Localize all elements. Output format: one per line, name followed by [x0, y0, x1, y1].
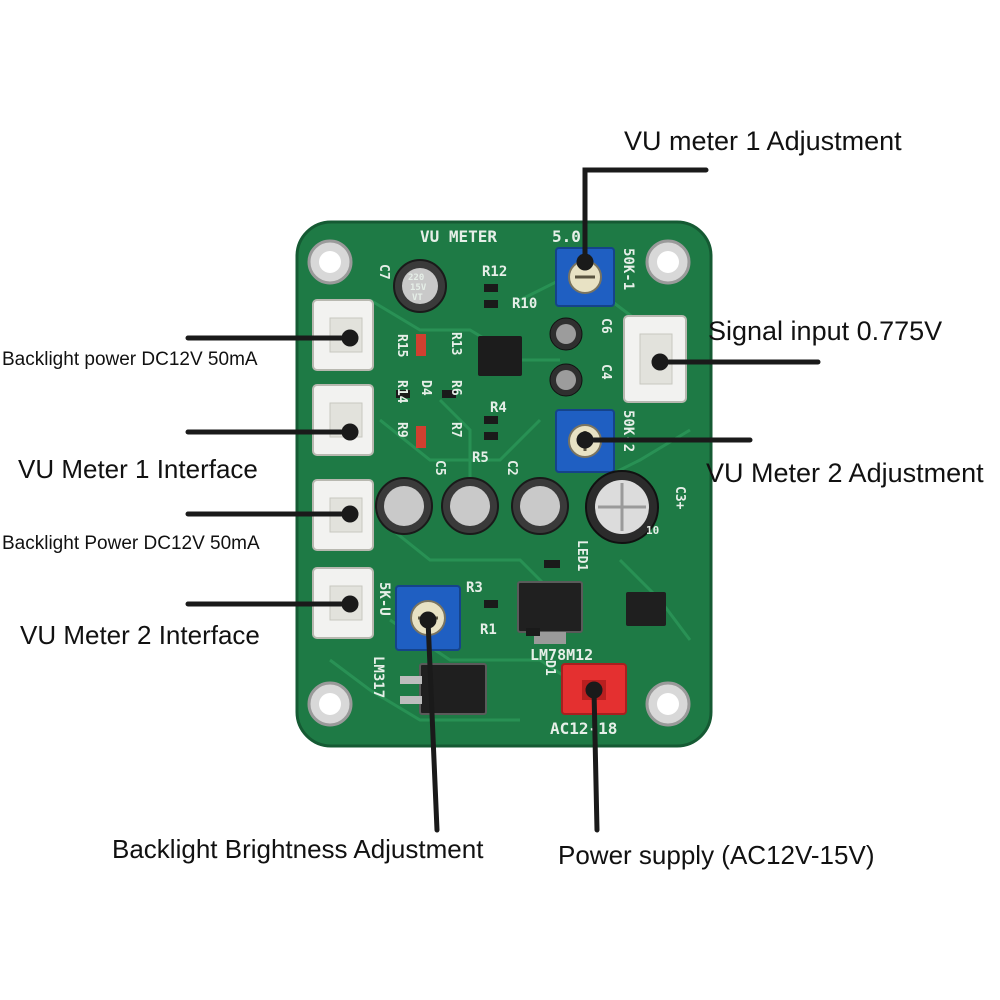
- silk-r1: R1: [480, 622, 497, 638]
- silk-c5: C5: [432, 460, 447, 476]
- cap-c7-value-2: 15V: [410, 283, 427, 293]
- silk-pot2-side: 50K-2: [620, 410, 636, 452]
- silk-pot1-side: 50K-1: [620, 248, 636, 290]
- silk-r14: R14: [394, 380, 409, 404]
- silk-r6: R6: [448, 380, 463, 396]
- label-power-supply: Power supply (AC12V-15V): [558, 840, 875, 870]
- silk-r13: R13: [448, 332, 463, 355]
- line-backlight-brightness: [425, 617, 440, 833]
- silk-c2: C2: [504, 460, 519, 476]
- silk-r3: R3: [466, 580, 483, 596]
- label-backlight-power-2: Backlight Power DC12V 50mA: [2, 533, 260, 554]
- silk-pot1: 5.0: [552, 227, 581, 246]
- silk-reg-main: LM78M12: [530, 646, 593, 664]
- left-connectors: [312, 299, 374, 639]
- label-backlight-brightness: Backlight Brightness Adjustment: [112, 834, 484, 864]
- label-backlight-power-1: Backlight power DC12V 50mA: [2, 349, 258, 370]
- label-vu2-interface: VU Meter 2 Interface: [20, 620, 260, 650]
- silk-power-connector: AC12-18: [550, 719, 617, 738]
- silk-title: VU METER: [420, 227, 497, 246]
- silk-c6: C6: [598, 318, 613, 334]
- line-vu1-adjust: [582, 167, 709, 265]
- silk-r15: R15: [394, 334, 409, 357]
- silk-r4: R4: [490, 400, 507, 416]
- capacitors: [375, 259, 659, 544]
- label-signal-input: Signal input 0.775V: [708, 316, 943, 346]
- silk-c7: C7: [376, 264, 391, 280]
- silk-d1: D1: [542, 660, 557, 676]
- smd-parts: [396, 284, 560, 636]
- ics: [400, 336, 666, 715]
- label-vu1-interface: VU Meter 1 Interface: [18, 454, 258, 484]
- silk-r7: R7: [448, 422, 463, 438]
- silk-r5: R5: [472, 450, 489, 466]
- silk-pot3-side: 5K-U: [376, 582, 392, 616]
- silk-d4: D4: [418, 380, 433, 396]
- line-power-supply: [591, 687, 600, 833]
- silk-c3: C3+: [672, 486, 687, 510]
- cap-c7-value-3: VT: [412, 293, 423, 303]
- silk-r12: R12: [482, 264, 507, 280]
- silk-c4: C4: [598, 364, 613, 380]
- silk-r10: R10: [512, 296, 537, 312]
- cap-c7-value-1: 220: [408, 273, 424, 283]
- silk-reg-lm317: LM317: [370, 656, 386, 698]
- silk-r9: R9: [394, 422, 409, 438]
- silk-led1: LED1: [574, 540, 589, 571]
- mounting-holes: [307, 239, 691, 727]
- label-vu1-adjust: VU meter 1 Adjustment: [624, 126, 902, 156]
- label-vu2-adjust: VU Meter 2 Adjustment: [706, 458, 984, 488]
- callout-lines: [185, 167, 821, 833]
- big-cap-value: 10: [646, 524, 659, 537]
